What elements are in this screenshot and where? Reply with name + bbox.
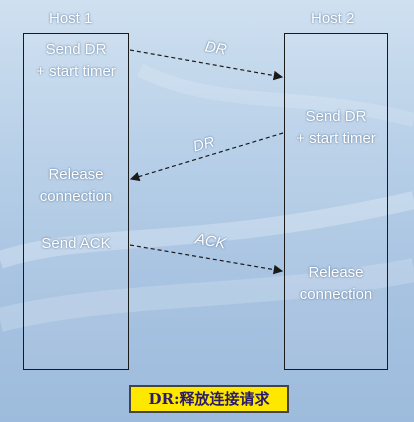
host1-title: Host 1 [49, 10, 93, 27]
host1-send-dr-line1: Send DR [45, 41, 107, 58]
host2-release: Release connection [285, 262, 387, 306]
host1-release-line1: Release [48, 166, 104, 183]
arrow-dr-1 [129, 49, 284, 81]
host2-send-dr: Send DR + start timer [285, 106, 387, 150]
host1-release-line2: connection [39, 188, 113, 205]
caption-box: DR:释放连接请求 [129, 385, 289, 413]
label-dr-1: DR [203, 38, 228, 59]
host1-timeline [23, 33, 129, 370]
host1-send-ack: Send ACK [41, 235, 111, 252]
host2-send-dr-line1: Send DR [305, 108, 367, 125]
host2-release-line1: Release [308, 264, 364, 281]
host2-release-line2: connection [299, 286, 373, 303]
host2-send-dr-line2: + start timer [296, 130, 376, 147]
arrow-ack [129, 244, 284, 275]
host2-timeline [284, 33, 388, 370]
host2-title: Host 2 [311, 10, 355, 27]
arrow-dr-2 [129, 132, 284, 182]
host1-release: Release connection [24, 164, 128, 208]
host1-send-dr: Send DR + start timer [24, 39, 128, 83]
host1-send-dr-line2: + start timer [36, 63, 116, 80]
